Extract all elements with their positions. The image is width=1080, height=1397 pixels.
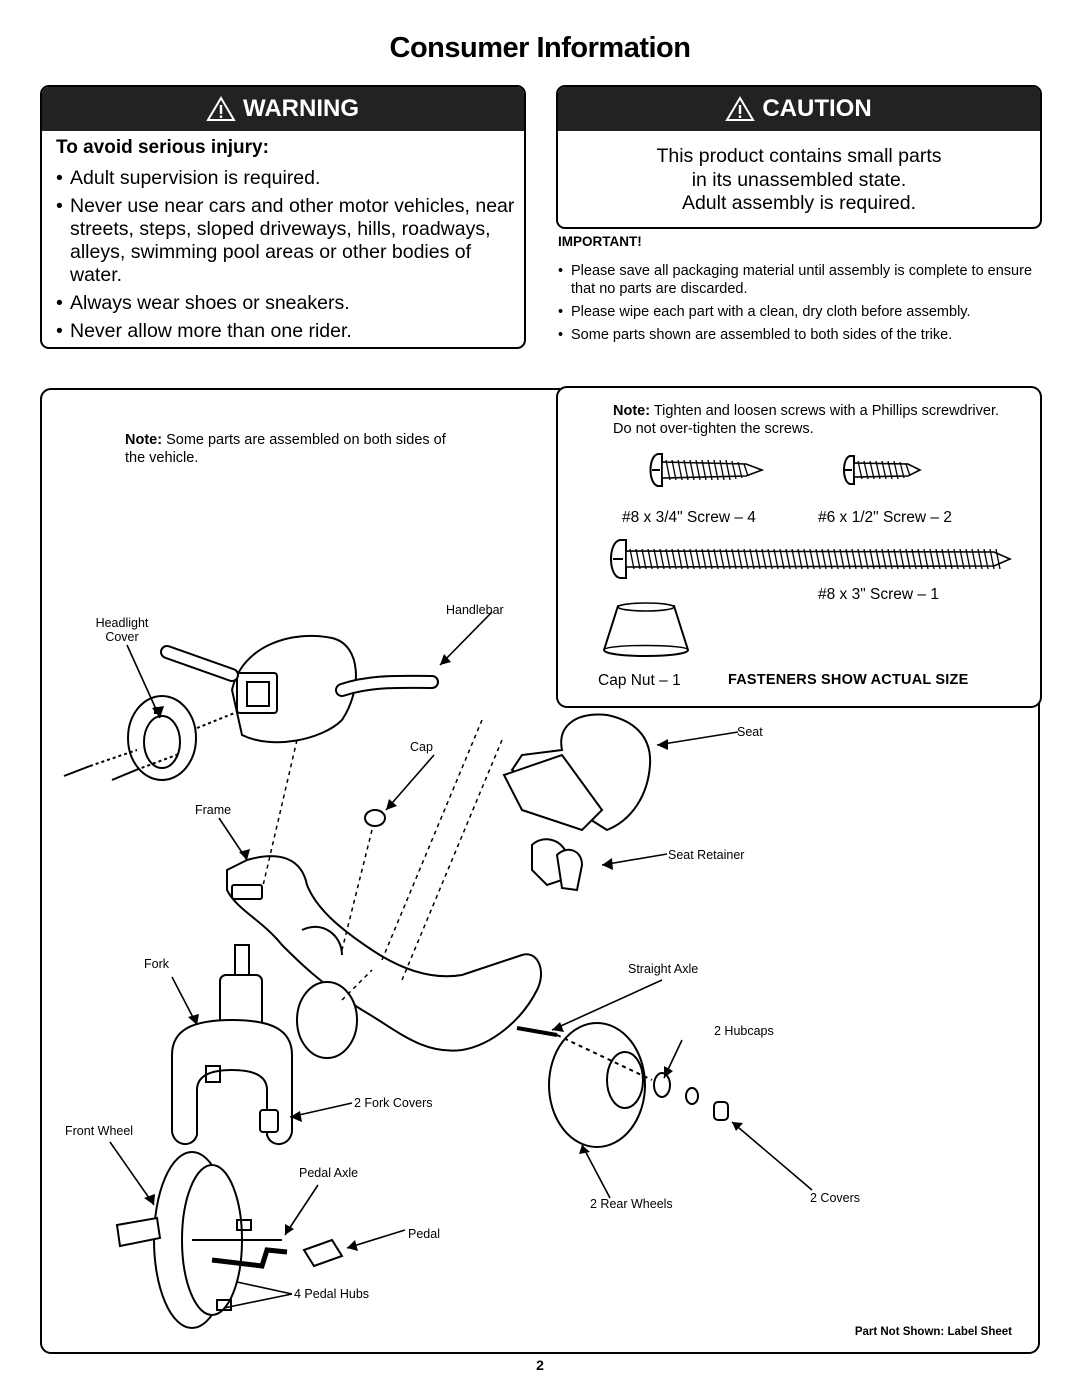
screw-6x1-2-label: #6 x 1/2" Screw – 2 xyxy=(818,509,952,526)
warning-item: Adult supervision is required. xyxy=(56,167,516,190)
label-pedal-hubs: 4 Pedal Hubs xyxy=(294,1287,370,1301)
part-not-shown-note: Part Not Shown: Label Sheet xyxy=(854,1326,1012,1338)
caution-line: Adult assembly is required. xyxy=(681,192,917,214)
screw-8x3-icon xyxy=(610,539,1012,579)
warning-subheading: To avoid serious injury: xyxy=(56,137,269,158)
label-handlebar: Handlebar xyxy=(446,603,504,617)
label-rear-wheels: 2 Rear Wheels xyxy=(590,1197,673,1211)
warning-list: Adult supervision is required. Never use… xyxy=(56,167,516,347)
label-pedal: Pedal xyxy=(408,1227,440,1241)
fasteners-note: Note: Tighten and loosen screws with a P… xyxy=(613,403,1000,437)
caution-header: CAUTION xyxy=(558,87,1040,131)
label-straight-axle: Straight Axle xyxy=(628,962,699,976)
label-pedal-axle: Pedal Axle xyxy=(299,1166,359,1180)
caution-triangle-icon xyxy=(725,96,756,121)
label-covers: 2 Covers xyxy=(810,1191,861,1205)
caution-line: This product contains small parts xyxy=(656,145,942,167)
caution-heading: CAUTION xyxy=(762,95,872,122)
caution-text: This product contains small parts in its… xyxy=(558,145,1040,216)
important-heading: IMPORTANT! xyxy=(558,234,642,249)
label-fork: Fork xyxy=(144,957,169,971)
label-cap: Cap xyxy=(410,740,433,754)
diagram-note: Note: Some parts are assembled on both s… xyxy=(125,432,446,466)
important-item: Please wipe each part with a clean, dry … xyxy=(558,303,1058,321)
fasteners-panel: Note: Tighten and loosen screws with a P… xyxy=(556,386,1042,708)
screw-8x3-label: #8 x 3" Screw – 1 xyxy=(818,586,939,603)
warning-triangle-icon xyxy=(206,96,236,121)
label-seat-retainer: Seat Retainer xyxy=(668,848,745,862)
important-item: Please save all packaging material until… xyxy=(558,262,1058,298)
important-item: Some parts shown are assembled to both s… xyxy=(558,326,1058,344)
screw-8x3-4-label: #8 x 3/4" Screw – 4 xyxy=(622,509,756,526)
caution-line: in its unassembled state. xyxy=(691,168,907,191)
label-fork-covers: 2 Fork Covers xyxy=(354,1096,433,1110)
label-seat: Seat xyxy=(737,725,763,739)
parts-diagram-panel: Note: Some parts are assembled on both s… xyxy=(40,388,1040,1354)
screw-8x3-4-icon xyxy=(649,453,765,487)
warning-header: WARNING xyxy=(42,87,524,131)
caution-panel: CAUTION This product contains small part… xyxy=(556,85,1042,229)
warning-item: Always wear shoes or sneakers. xyxy=(56,292,516,315)
page-title: Consumer Information xyxy=(389,32,691,64)
label-hubcaps: 2 Hubcaps xyxy=(714,1024,774,1038)
cap-nut-label: Cap Nut – 1 xyxy=(598,672,681,689)
page-number: 2 xyxy=(536,1357,544,1373)
warning-panel: WARNING To avoid serious injury: Adult s… xyxy=(40,85,526,349)
warning-item: Never allow more than one rider. xyxy=(56,320,516,343)
label-frame: Frame xyxy=(195,803,232,817)
tricycle-parts-illustration xyxy=(63,611,813,1329)
cap-nut-icon xyxy=(602,602,690,657)
screw-6x1-2-icon xyxy=(843,455,922,485)
fasteners-actual-size-note: FASTENERS SHOW ACTUAL SIZE xyxy=(728,672,969,688)
label-front-wheel: Front Wheel xyxy=(65,1124,134,1138)
warning-heading: WARNING xyxy=(243,95,359,122)
warning-item: Never use near cars and other motor vehi… xyxy=(56,195,516,287)
important-list: Please save all packaging material until… xyxy=(558,262,1058,349)
